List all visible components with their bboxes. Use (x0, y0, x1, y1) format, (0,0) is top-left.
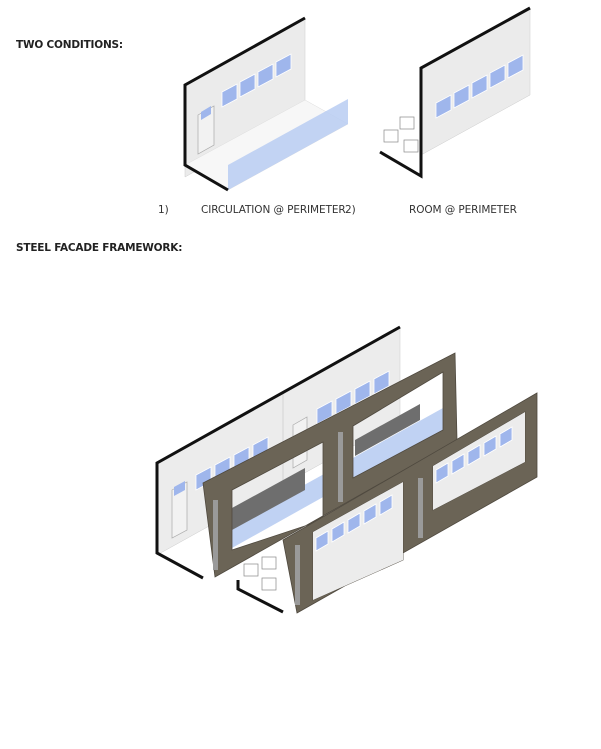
condition-2-label: ROOM @ PERIMETER (409, 204, 517, 216)
steel-facade-illustration (155, 325, 538, 614)
two-conditions-heading: TWO CONDITIONS: (16, 39, 123, 51)
condition-2-number: 2) (345, 204, 356, 216)
room-perimeter-illustration (379, 6, 531, 179)
furniture-icons (383, 116, 419, 153)
circulation-perimeter-illustration (183, 16, 349, 192)
glass-railing (228, 99, 348, 190)
condition-1-number: 1) (158, 204, 169, 216)
steel-frame-lower (282, 392, 538, 614)
front-window-row (315, 426, 513, 552)
window-row (221, 53, 292, 108)
furniture-icons (243, 556, 277, 591)
condition-1-label: CIRCULATION @ PERIMETER (201, 204, 346, 216)
window-row (435, 54, 524, 119)
steel-column-detail (213, 500, 218, 570)
steel-facade-heading: STEEL FACADE FRAMEWORK: (16, 242, 183, 254)
